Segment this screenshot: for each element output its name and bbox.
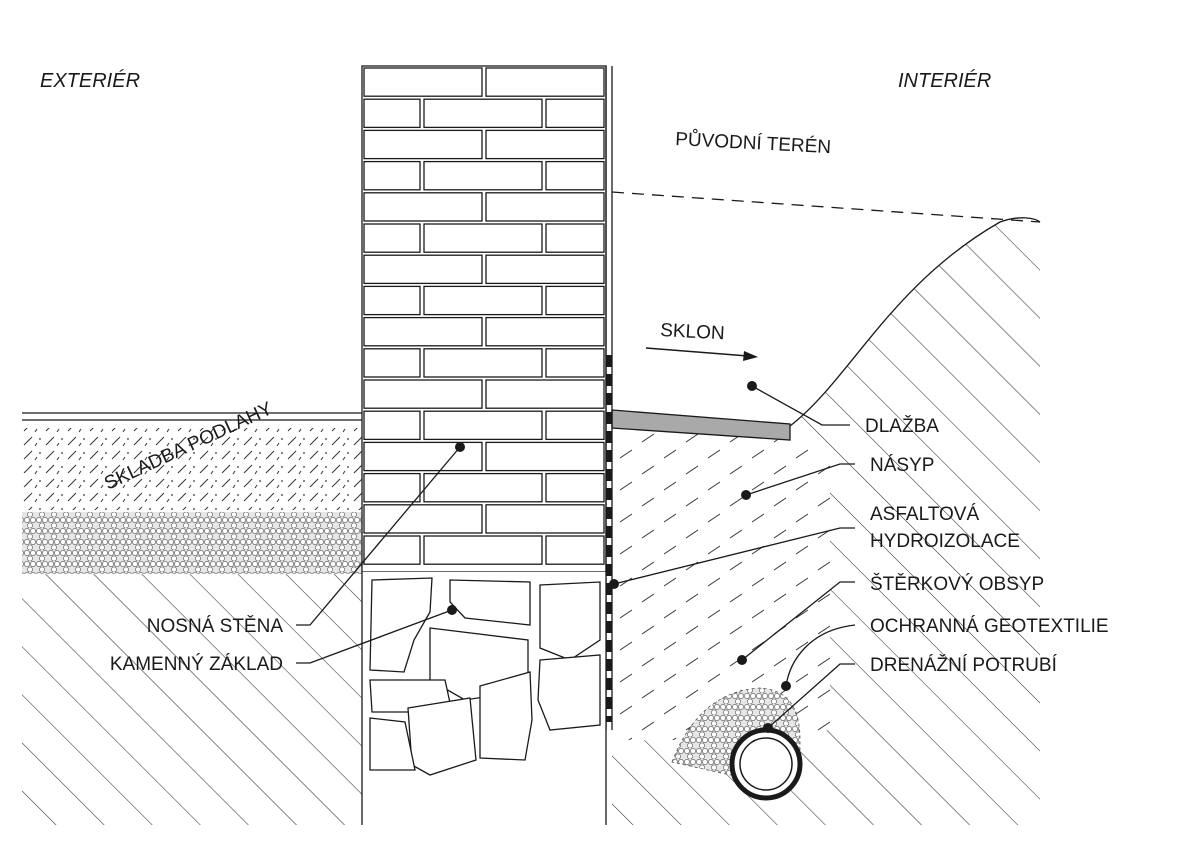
callout-bearing-wall: NOSNÁ STĚNA — [147, 442, 465, 637]
brick — [545, 98, 605, 129]
brick — [423, 160, 543, 191]
original-terrain-line — [611, 191, 1041, 223]
brick — [363, 192, 483, 222]
svg-text:KAMENNÝ ZÁKLAD: KAMENNÝ ZÁKLAD — [110, 654, 283, 675]
brick — [485, 254, 605, 285]
callout-waterproofing: ASFALTOVÁ HYDROIZOLACE — [609, 504, 1020, 589]
brick — [545, 410, 605, 441]
floor-gravel-layer — [22, 512, 362, 574]
brick — [363, 254, 483, 285]
brick — [363, 285, 421, 316]
svg-text:HYDROIZOLACE: HYDROIZOLACE — [870, 531, 1020, 552]
brick — [423, 285, 543, 316]
original-terrain-label: PŮVODNÍ TERÉN — [675, 128, 832, 158]
brick — [363, 441, 483, 472]
slope-label: SKLON — [660, 320, 725, 344]
brick — [545, 348, 605, 378]
brick — [485, 379, 605, 409]
callout-backfill: NÁSYP — [741, 455, 934, 500]
brick — [423, 472, 543, 503]
brick — [545, 160, 605, 191]
brick — [363, 129, 483, 160]
brick — [423, 348, 543, 378]
brick — [485, 441, 605, 472]
bearing-wall — [361, 65, 613, 730]
callout-stone-foundation: KAMENNÝ ZÁKLAD — [110, 605, 457, 675]
callout-paving: DLAŽBA — [747, 381, 939, 437]
callout-gravel-fill: ŠTĚRKOVÝ OBSYP — [737, 573, 1044, 665]
brick — [545, 472, 605, 503]
callout-drain-pipe: DRENÁŽNÍ POTRUBÍ — [763, 654, 1058, 733]
svg-text:NÁSYP: NÁSYP — [870, 455, 934, 476]
svg-text:DLAŽBA: DLAŽBA — [865, 415, 939, 437]
svg-text:OCHRANNÁ GEOTEXTILIE: OCHRANNÁ GEOTEXTILIE — [870, 616, 1109, 637]
brick — [363, 472, 421, 503]
brick — [485, 192, 605, 222]
svg-text:DRENÁŽNÍ POTRUBÍ: DRENÁŽNÍ POTRUBÍ — [870, 654, 1058, 676]
brick — [363, 316, 483, 347]
brick — [485, 129, 605, 160]
svg-text:ASFALTOVÁ: ASFALTOVÁ — [870, 504, 979, 525]
exterior-ground — [22, 570, 362, 825]
svg-text:ŠTĚRKOVÝ OBSYP: ŠTĚRKOVÝ OBSYP — [870, 573, 1044, 595]
brick — [423, 535, 543, 565]
brick — [363, 379, 483, 409]
drain-pipe — [729, 727, 803, 801]
brick — [363, 348, 421, 378]
floor-layers — [22, 412, 362, 574]
stone-foundation — [361, 572, 607, 825]
brick — [545, 285, 605, 316]
slope-indicator: SKLON — [645, 320, 758, 361]
slope-arrow-icon — [743, 351, 758, 361]
brick — [363, 98, 421, 129]
brick — [485, 316, 605, 347]
brick — [485, 67, 605, 97]
exterior-label: EXTERIÉR — [40, 69, 140, 92]
brick — [423, 410, 543, 441]
interior-label: INTERIÉR — [898, 69, 991, 92]
callout-geotextile: OCHRANNÁ GEOTEXTILIE — [781, 616, 1109, 691]
brick — [423, 223, 543, 253]
brick — [485, 504, 605, 534]
brick — [363, 410, 421, 441]
brick — [545, 535, 605, 565]
brick — [545, 223, 605, 253]
svg-text:NOSNÁ STĚNA: NOSNÁ STĚNA — [147, 615, 284, 637]
brick — [363, 504, 483, 534]
interior-ground — [612, 217, 1041, 826]
brick — [363, 67, 483, 97]
brick — [363, 223, 421, 253]
brick — [363, 160, 421, 191]
brick — [423, 98, 543, 129]
